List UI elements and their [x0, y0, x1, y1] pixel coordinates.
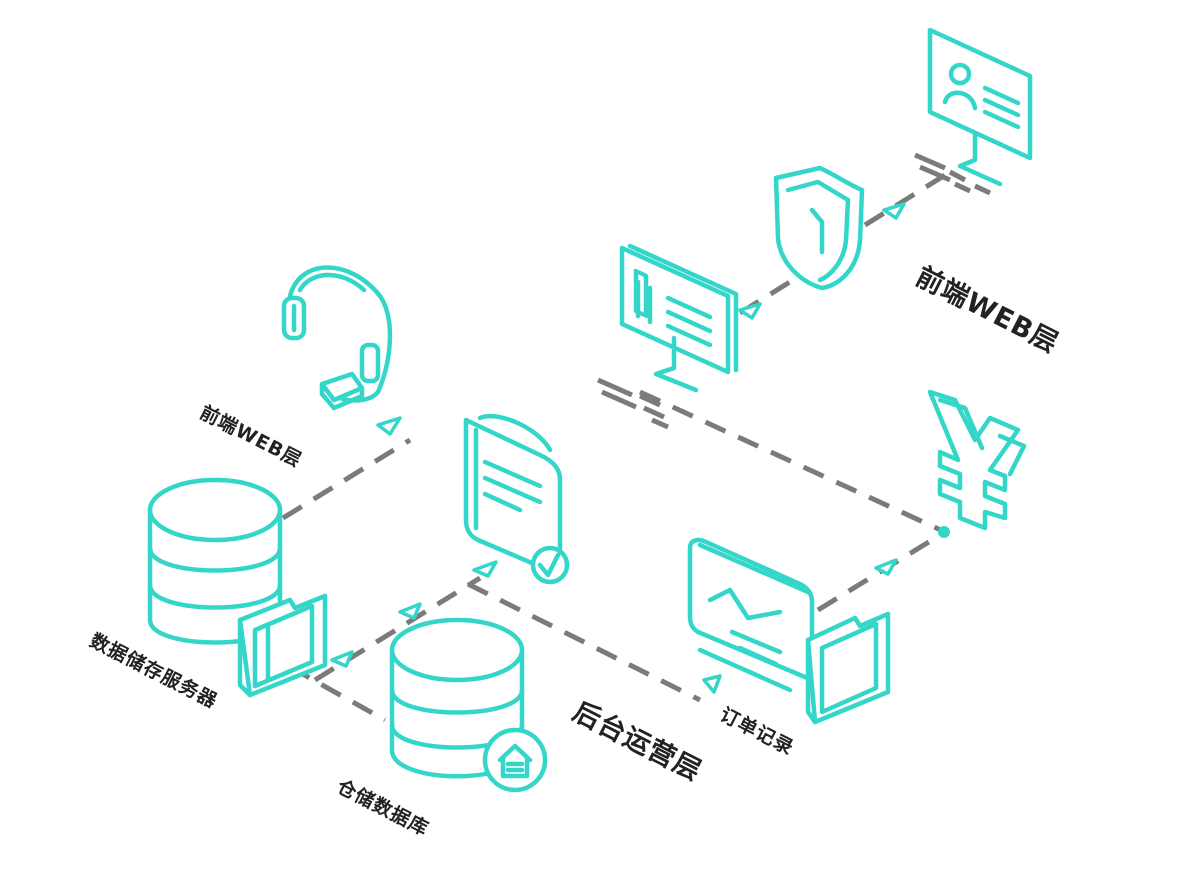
connector-shield-to-profile — [863, 169, 952, 228]
arrow-warehouse-1 — [330, 650, 354, 668]
arrow-to-left-monitor — [738, 302, 762, 320]
connector-clipboard-to-orders — [466, 581, 702, 703]
shield-icon — [773, 165, 865, 291]
yen-icon — [927, 389, 1027, 531]
arrow-to-orders — [702, 674, 722, 694]
connector-db-to-headset — [281, 437, 412, 521]
connectors — [281, 169, 952, 723]
database-icon — [147, 477, 283, 645]
arrow-chart-to-yen — [874, 558, 898, 576]
arrow-warehouse-2 — [398, 602, 422, 620]
arrows — [330, 202, 906, 694]
folder-icon — [237, 593, 328, 698]
dash-marks-profile — [914, 152, 992, 196]
headset-icon — [281, 265, 393, 411]
monitor-icon — [619, 243, 739, 393]
connector-monitor-to-yen — [638, 389, 947, 535]
dash-marks-left-monitor — [596, 377, 670, 430]
profile-monitor-icon — [927, 27, 1033, 187]
warehouse-database-icon — [389, 617, 548, 793]
connector-db-to-warehouse — [288, 664, 387, 723]
arrow-to-headset — [376, 416, 402, 436]
connector-warehouse-to-clipboard — [313, 575, 482, 683]
junction-dot — [938, 526, 950, 538]
orders-folder-icon — [805, 611, 891, 725]
arrow-to-shield — [882, 202, 906, 220]
arrow-to-clipboard — [472, 560, 498, 578]
chart-board-icon — [687, 537, 815, 693]
clipboard-icon — [463, 414, 570, 585]
